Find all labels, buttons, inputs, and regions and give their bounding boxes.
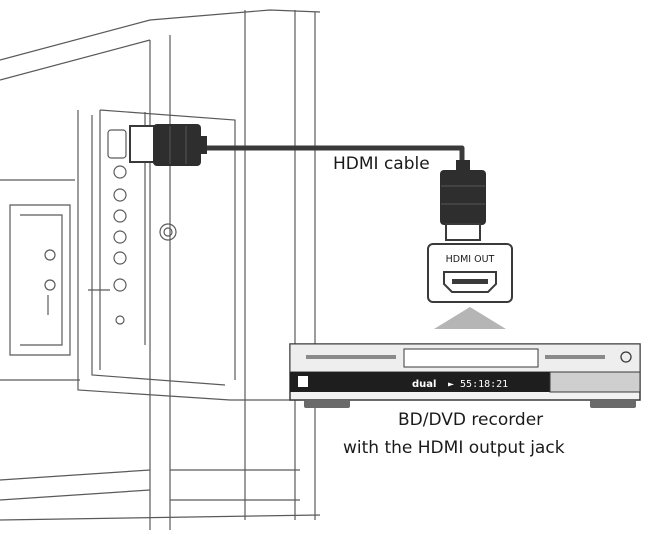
display-readout: ► 55:18:21 bbox=[448, 379, 508, 390]
tv-side-panel bbox=[0, 9, 321, 530]
bd-dvd-recorder: dual ► 55:18:21 bbox=[289, 343, 641, 408]
hdmi-cable bbox=[129, 124, 486, 241]
port-label: HDMI OUT bbox=[446, 254, 495, 265]
hdmi-connector-icon bbox=[440, 160, 486, 241]
up-arrow-icon bbox=[434, 307, 506, 329]
recorder-sublabel: with the HDMI output jack bbox=[343, 438, 565, 458]
hdmi-connector-icon bbox=[129, 124, 207, 166]
display-logo: dual bbox=[412, 379, 436, 390]
recorder-label: BD/DVD recorder bbox=[398, 410, 544, 430]
hdmi-port-icon: HDMI OUT bbox=[427, 243, 513, 303]
cable-label: HDMI cable bbox=[333, 154, 430, 174]
